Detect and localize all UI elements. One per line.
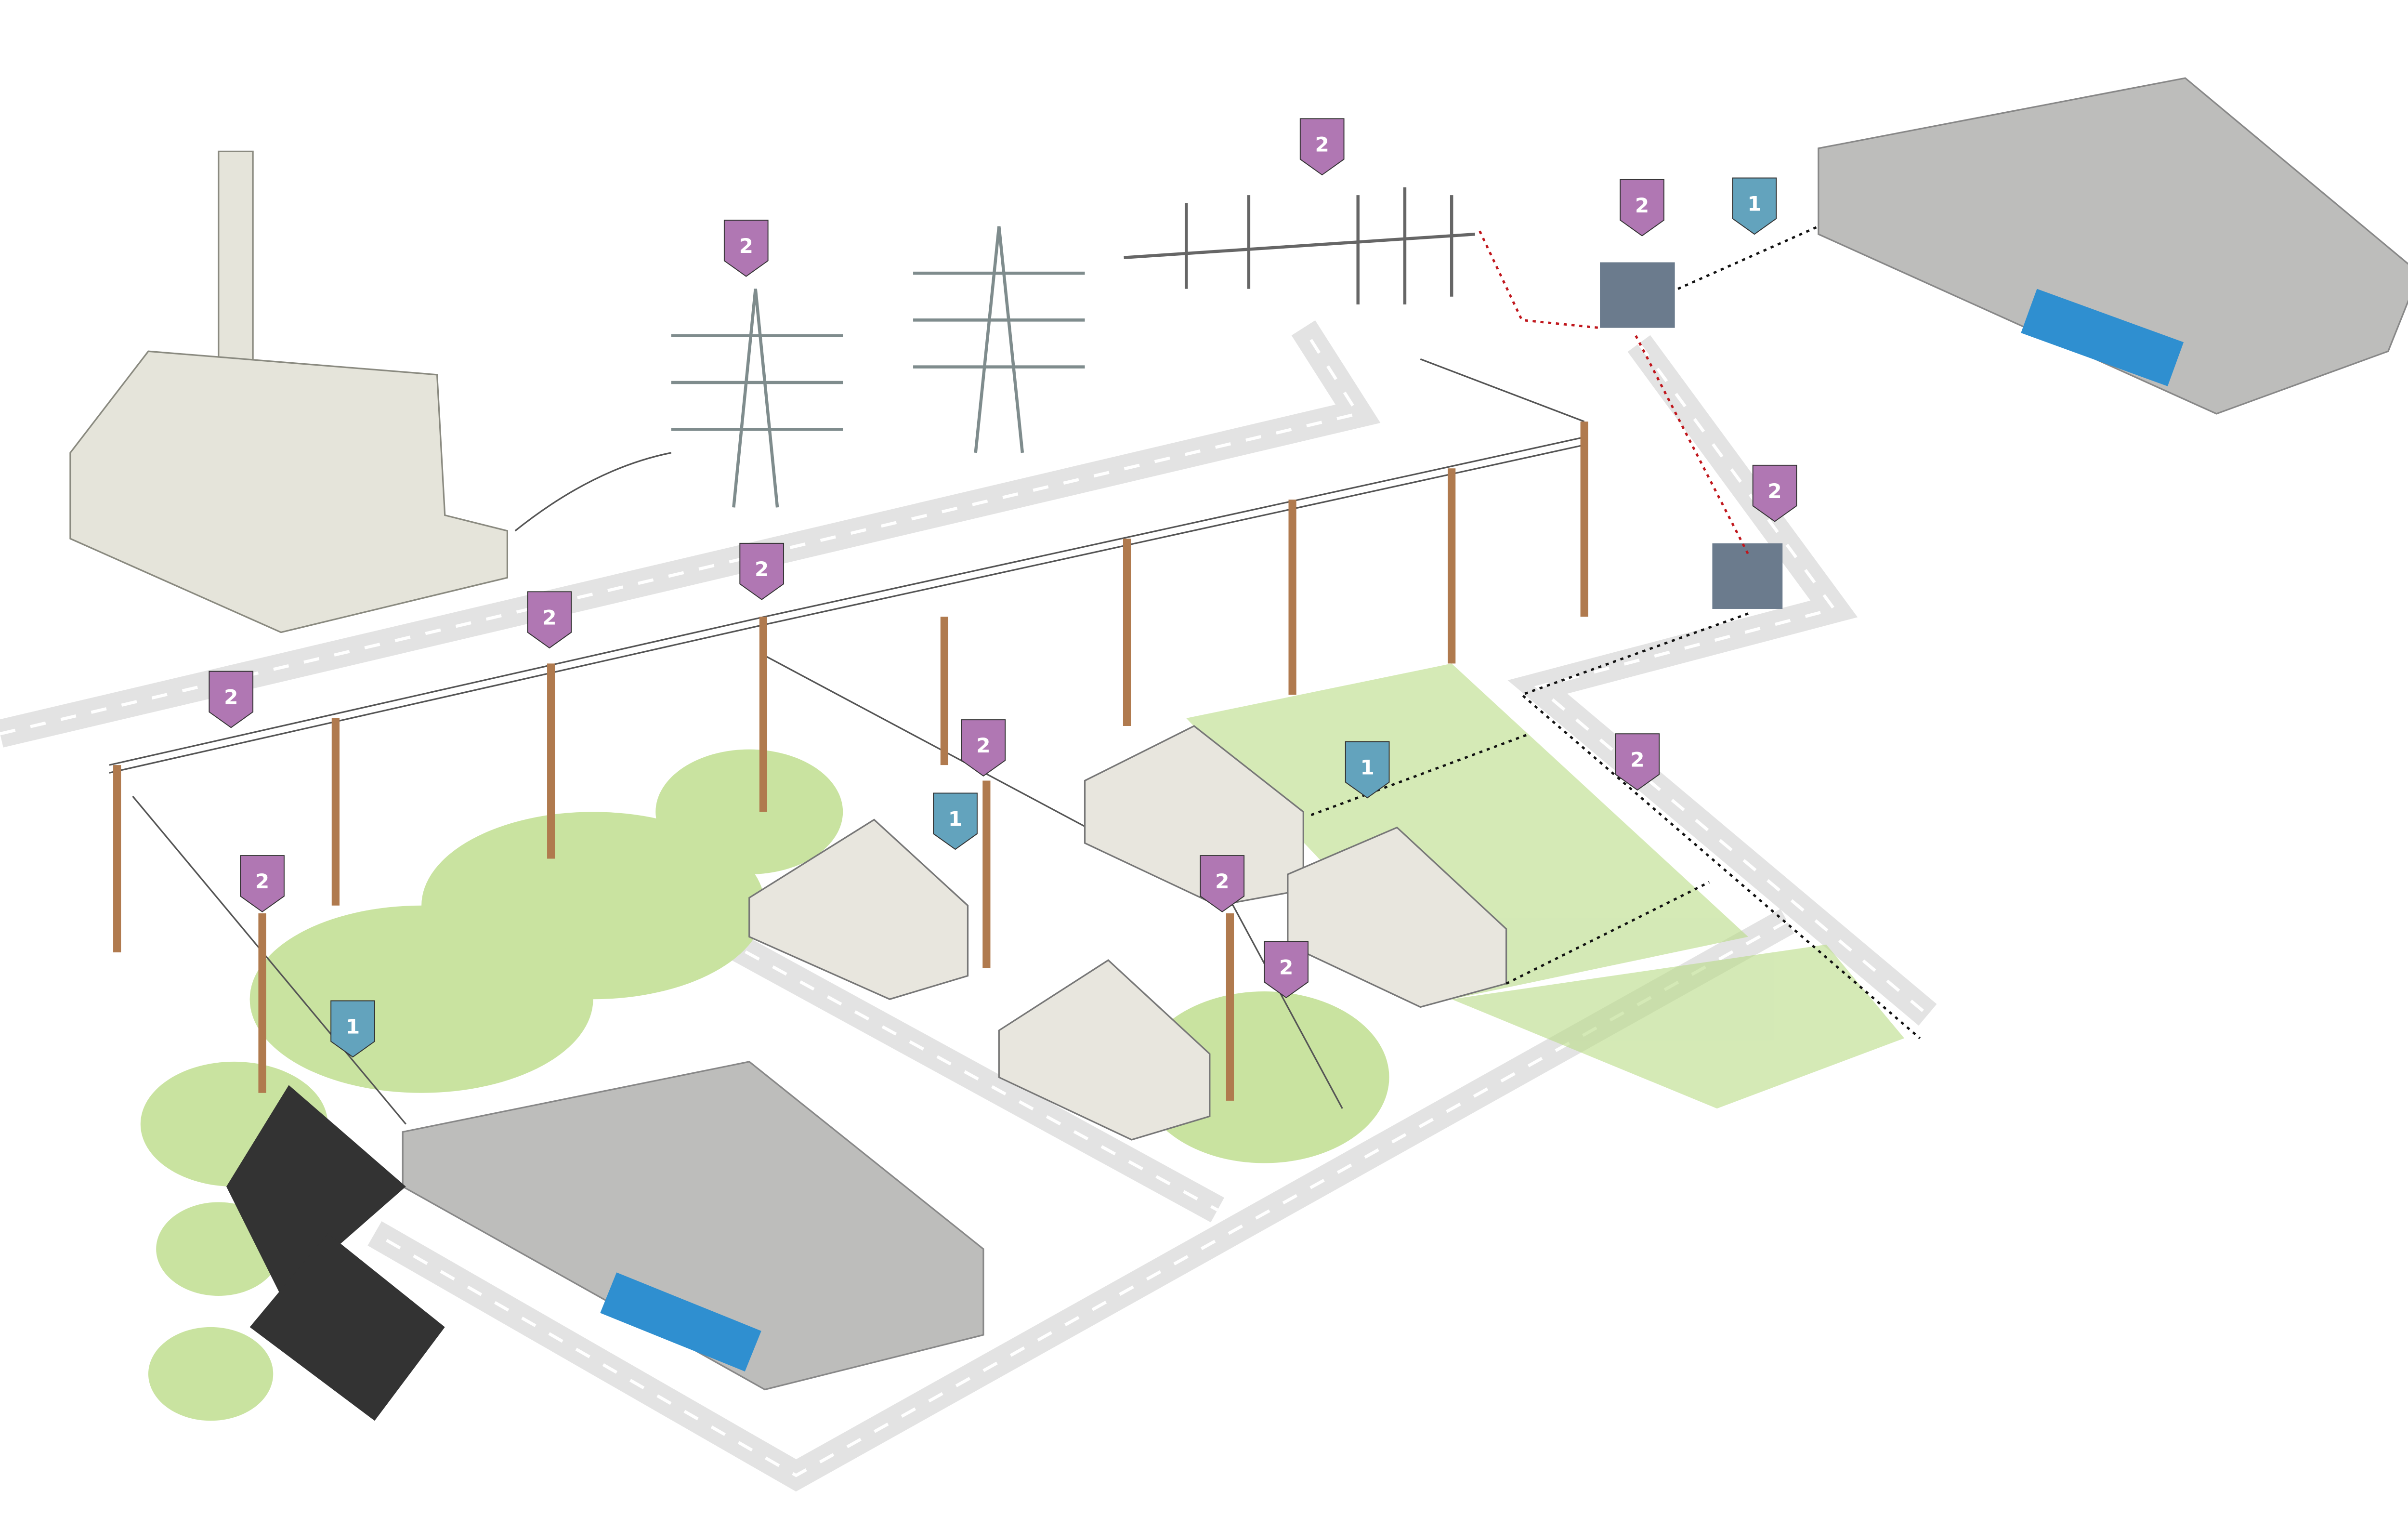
marker-label: 2 [1635,194,1649,217]
marker-1[interactable]: 1 [933,792,978,850]
coverage-areas [1186,663,1905,1109]
marker-label: 2 [1315,132,1329,156]
transformer-icon [1600,262,1675,328]
marker-label: 2 [1767,479,1781,503]
house [748,818,969,1000]
marker-2[interactable]: 2 [739,542,785,600]
marker-badge-icon [739,542,785,600]
marker-badge-icon [1732,177,1777,235]
marker-label: 2 [739,234,753,258]
substation [1124,187,1476,304]
marker-badge-icon [1752,464,1797,522]
marker-badge-icon [240,855,285,912]
building-top-right [1818,77,2408,415]
marker-badge-icon [1345,741,1390,799]
marker-2[interactable]: 2 [961,719,1006,777]
marker-2[interactable]: 2 [1752,464,1797,522]
house [998,959,1211,1141]
parking-lot [226,1085,445,1421]
marker-2[interactable]: 2 [527,591,572,649]
marker-label: 2 [1215,870,1229,893]
marker-badge-icon [209,671,254,728]
buildings [402,77,2408,1391]
marker-label: 1 [1361,756,1374,779]
marker-badge-icon [961,719,1006,777]
road-main [0,320,1381,748]
marker-2[interactable]: 2 [1615,733,1660,791]
road-dashes [0,327,1929,1477]
marker-label: 1 [346,1015,360,1039]
marker-badge-icon [1615,733,1660,791]
marker-badge-icon [1200,855,1245,912]
marker-badge-icon [723,220,769,277]
marker-2[interactable]: 2 [1299,118,1345,176]
transmission-towers [671,226,1085,508]
transformers [1600,262,1783,609]
marker-1[interactable]: 1 [330,1000,375,1058]
transformer-icon [1712,543,1783,609]
marker-badge-icon [933,792,978,850]
marker-label: 1 [948,807,962,831]
marker-badge-icon [1620,179,1664,237]
utility-poles [113,422,1588,1101]
links [1310,225,1921,1040]
marker-badge-icon [527,591,572,649]
marker-2[interactable]: 2 [240,855,285,912]
marker-2[interactable]: 2 [1620,179,1664,237]
marker-label: 1 [1747,192,1761,216]
marker-2[interactable]: 2 [1200,855,1245,912]
marker-2[interactable]: 2 [1264,941,1309,999]
marker-1[interactable]: 1 [1345,741,1390,799]
power-plant [69,150,509,633]
marker-badge-icon [1299,118,1345,176]
marker-label: 2 [1279,955,1293,979]
markers: 2 2 2 1 2 2 2 2 2 1 2 1 2 2 2 1 [209,118,1797,1058]
marker-label: 2 [255,870,269,893]
marker-badge-icon [1264,941,1309,999]
marker-label: 2 [976,734,990,757]
marker-label: 2 [1630,748,1644,771]
marker-badge-icon [330,1000,375,1058]
marker-label: 2 [224,685,238,709]
marker-2[interactable]: 2 [723,220,769,277]
marker-1[interactable]: 1 [1732,177,1777,235]
marker-2[interactable]: 2 [209,671,254,728]
marker-label: 2 [542,606,556,629]
trees [140,749,1389,1421]
houses [748,725,1507,1141]
marker-label: 2 [755,557,769,581]
